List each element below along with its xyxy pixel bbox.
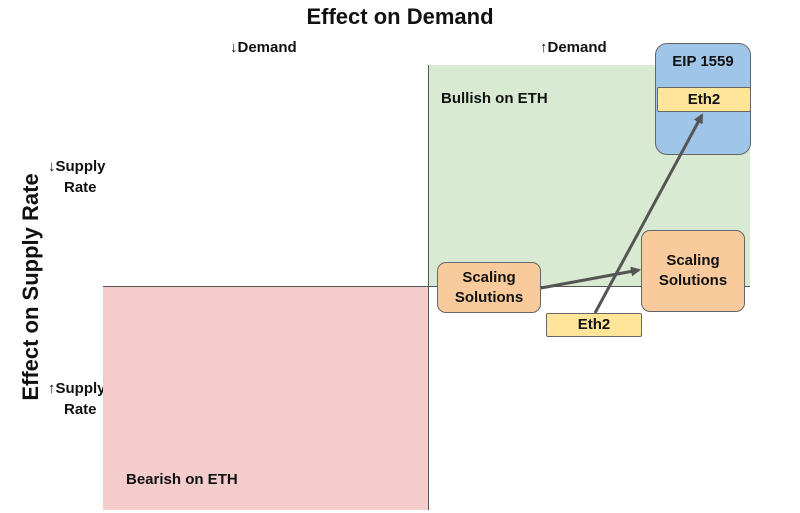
eth2-start-box: Eth2 <box>546 313 642 337</box>
label-increased-supply-line2: Rate <box>64 401 97 418</box>
label-increased-supply-line1: ↑Supply <box>48 380 106 397</box>
scaling-start-line2: Solutions <box>454 288 524 306</box>
label-decreased-demand: ↓Demand <box>230 39 297 56</box>
scaling-solutions-end-box: Scaling Solutions <box>641 230 745 312</box>
eth2-end-box: Eth2 <box>657 87 751 112</box>
scaling-solutions-arrow <box>540 266 641 290</box>
label-decreased-supply-line2: Rate <box>64 179 97 196</box>
eth2-end-label: Eth2 <box>687 90 721 108</box>
bearish-quadrant <box>103 287 428 510</box>
chart-title: Effect on Demand <box>306 4 494 29</box>
eth2-start-label: Eth2 <box>577 316 611 333</box>
label-increased-demand: ↑Demand <box>540 39 607 56</box>
horizontal-axis-line <box>103 286 750 287</box>
eip-1559-label: EIP 1559 <box>672 53 734 70</box>
label-decreased-supply-line1: ↓Supply <box>48 158 106 175</box>
vertical-axis-line <box>428 65 429 510</box>
scaling-solutions-start-box: Scaling Solutions <box>437 262 541 313</box>
bearish-label: Bearish on ETH <box>126 471 238 488</box>
scaling-end-line2: Solutions <box>658 272 728 289</box>
eth2-arrow <box>593 113 704 314</box>
scaling-start-line1: Scaling <box>462 268 516 286</box>
label-decreased-supply: ↓Supply Rate <box>48 156 106 198</box>
scaling-end-line1: Scaling <box>666 252 720 269</box>
label-increased-supply: ↑Supply Rate <box>48 378 106 420</box>
bullish-label: Bullish on ETH <box>441 90 548 107</box>
